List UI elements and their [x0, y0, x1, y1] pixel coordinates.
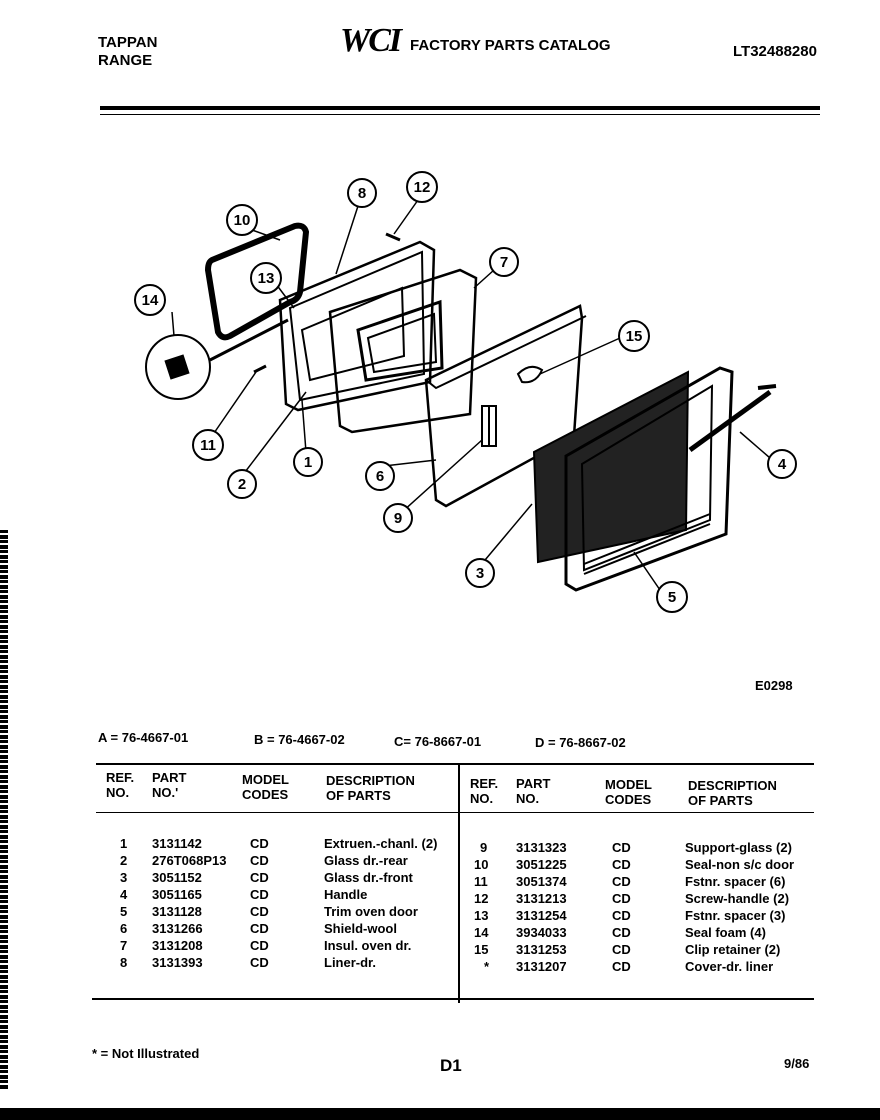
callout-13: 13: [250, 262, 282, 294]
svg-text:4: 4: [778, 456, 787, 473]
header-model-right: MODEL CODES: [605, 777, 652, 807]
svg-text:2: 2: [238, 476, 246, 493]
catalog-number: LT32488280: [733, 43, 817, 60]
callout-2: 2: [227, 469, 257, 499]
callout-6: 6: [365, 461, 395, 491]
table-divider: [458, 763, 460, 1003]
svg-text:11: 11: [200, 437, 216, 454]
catalog-title: FACTORY PARTS CATALOG: [410, 37, 611, 54]
header-rule-bottom: [96, 812, 814, 813]
svg-text:5: 5: [668, 589, 676, 606]
parts-list-left: 1 3131142 CD Extruen.-chanl. (2) 2 276T0…: [120, 836, 438, 970]
callout-11: 11: [192, 429, 224, 461]
brand-line-1: TAPPAN: [98, 34, 158, 51]
table-top-rule: [96, 763, 814, 765]
callout-12: 12: [406, 171, 438, 203]
exploded-parts-diagram: 10 8 12 13 14 7 15 11 2 1 6 9 4 3 5: [134, 171, 797, 613]
header-part-left: PART NO.': [152, 770, 187, 800]
callout-5: 5: [656, 581, 688, 613]
header-ref-left: REF. NO.: [106, 770, 135, 800]
svg-text:10: 10: [234, 212, 251, 229]
model-code-a: A = 76-4667-01: [98, 730, 189, 745]
callout-4: 4: [767, 449, 797, 479]
page-number: D1: [440, 1056, 462, 1075]
svg-text:9: 9: [394, 510, 402, 527]
model-code-d: D = 76-8667-02: [535, 735, 626, 750]
not-illustrated-note: * = Not Illustrated: [92, 1046, 200, 1061]
callout-3: 3: [465, 558, 495, 588]
table-bottom-rule: [92, 998, 814, 1000]
model-code-b: B = 76-4667-02: [254, 732, 345, 747]
svg-text:15: 15: [626, 328, 643, 345]
scan-bottom-edge: [0, 1108, 880, 1120]
header-ref-right: REF. NO.: [470, 776, 499, 806]
callout-14: 14: [134, 284, 166, 316]
model-code-c: C= 76-8667-01: [394, 734, 482, 749]
svg-text:12: 12: [414, 179, 431, 196]
publication-date: 9/86: [784, 1056, 810, 1071]
svg-text:14: 14: [142, 292, 159, 309]
callout-1: 1: [293, 447, 323, 477]
scan-edge-strip: [0, 530, 8, 1090]
callout-7: 7: [489, 247, 519, 277]
header-rule: [100, 106, 820, 110]
brand-line-2: RANGE: [98, 52, 153, 69]
svg-text:1: 1: [304, 454, 312, 471]
svg-text:13: 13: [258, 270, 275, 287]
callout-15: 15: [618, 320, 650, 352]
svg-text:8: 8: [358, 185, 366, 202]
svg-text:7: 7: [500, 254, 508, 271]
header-model-left: MODEL CODES: [242, 772, 289, 802]
figure-code: E0298: [755, 678, 793, 693]
header-part-right: PART NO.: [516, 776, 551, 806]
parts-list-right: 9 3131323 CD Support-glass (2) 10 305122…: [474, 840, 795, 974]
header-desc-left: DESCRIPTION OF PARTS: [326, 773, 415, 803]
callout-8: 8: [347, 178, 377, 208]
svg-text:3: 3: [476, 565, 484, 582]
header-desc-right: DESCRIPTION OF PARTS: [688, 778, 777, 808]
wci-logo: WCI: [340, 22, 402, 59]
header-rule-thin: [100, 114, 820, 115]
callout-10: 10: [226, 204, 258, 236]
callout-9: 9: [383, 503, 413, 533]
svg-text:6: 6: [376, 468, 384, 485]
